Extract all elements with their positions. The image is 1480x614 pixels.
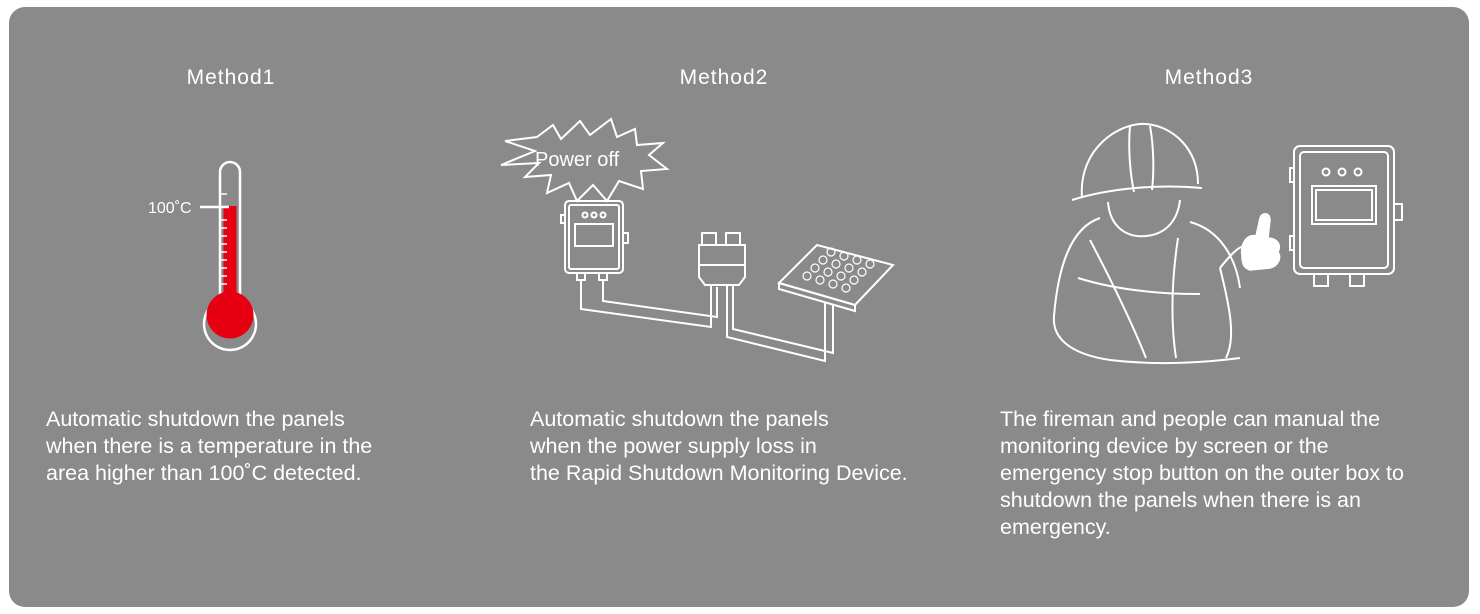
temperature-label: 100˚C [148,200,192,217]
method2-title: Method2 [679,66,769,89]
pointing-hand-icon [1240,213,1281,271]
fireman-icon [1052,122,1257,365]
fireman-diagram [1052,122,1403,365]
method3-description: The fireman and people can manual the mo… [1000,407,1404,539]
method2-description: Automatic shutdown the panels when the p… [530,407,908,485]
wiring [580,280,834,363]
monitoring-device-icon [560,200,629,281]
mercury-bulb [206,291,254,339]
shutdown-optimizer-icon [698,232,746,286]
power-off-label: Power off [535,149,620,171]
monitoring-device-large-icon [1289,145,1403,287]
method1-description: Automatic shutdown the panels when there… [46,407,373,485]
solar-panel-icon [777,243,895,313]
power-off-diagram: Power off [500,117,895,363]
thermometer-icon: 100˚C [148,160,258,352]
background-panel [9,7,1469,607]
mercury-column [223,206,237,306]
power-off-burst-icon [500,117,670,203]
method1-title: Method1 [186,66,276,89]
method3-title: Method3 [1164,66,1254,89]
